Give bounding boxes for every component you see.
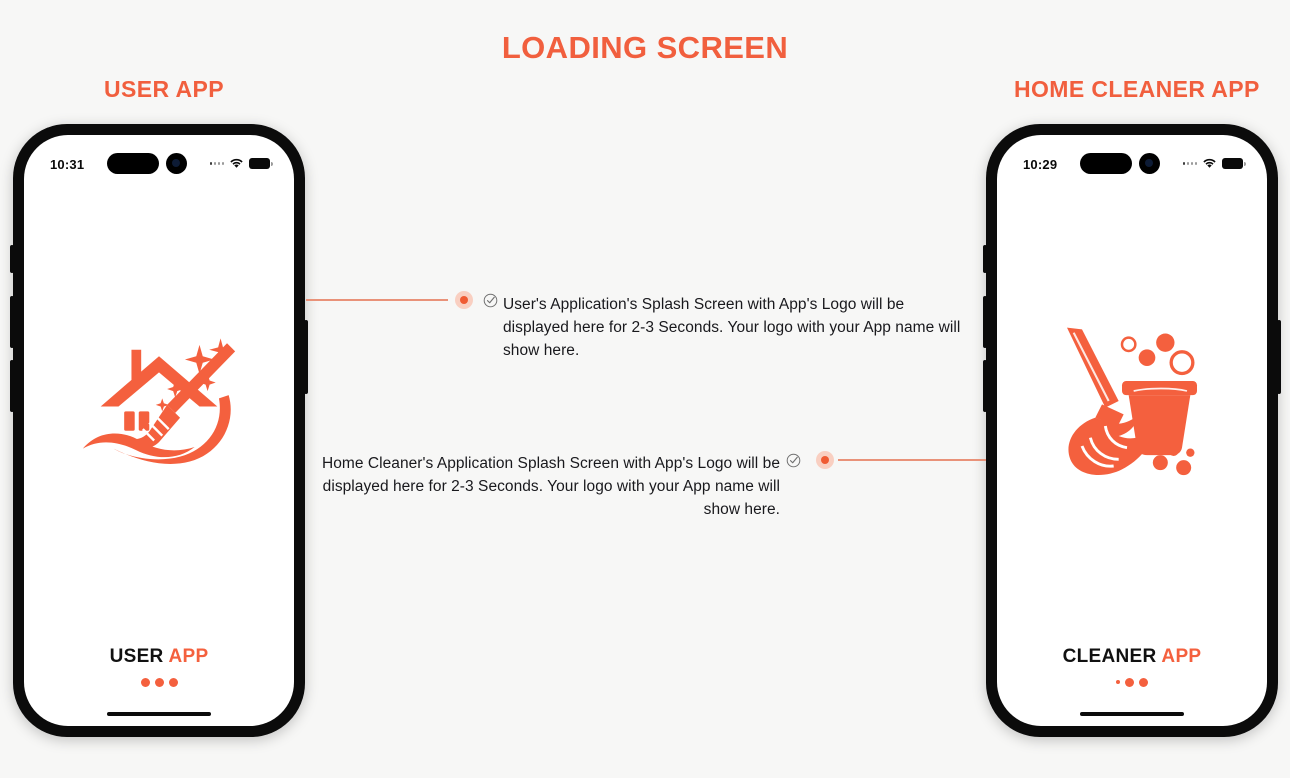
volume-up-button[interactable] <box>10 296 14 348</box>
app-logo-mop-bucket-icon <box>997 321 1267 481</box>
wifi-icon <box>229 158 244 169</box>
annotation-text: Home Cleaner's Application Splash Screen… <box>321 455 780 518</box>
phone-mockup-cleaner-app: 10:29 <box>983 124 1281 737</box>
loading-dot <box>1115 679 1121 685</box>
brand-primary-text: USER <box>109 646 164 667</box>
column-title-user-app: USER APP <box>104 76 224 102</box>
status-bar: 10:31 <box>24 135 294 185</box>
loading-dot <box>1125 677 1135 687</box>
page-title: LOADING SCREEN <box>501 30 789 65</box>
signal-dots-icon <box>209 162 224 165</box>
battery-full-icon <box>249 158 273 169</box>
front-camera-icon <box>1138 152 1160 174</box>
brand-primary-text: CLEANER <box>1062 646 1157 667</box>
brand-accent-text: APP <box>168 646 209 667</box>
phone-screen-user-app: 10:31 <box>24 135 294 726</box>
dynamic-island <box>1057 152 1182 174</box>
signal-dots-icon <box>1182 162 1197 165</box>
phone-screen-cleaner-app: 10:29 <box>997 135 1267 726</box>
power-button[interactable] <box>1277 320 1281 394</box>
app-brand-name: CLEANER APP <box>997 646 1267 668</box>
loading-dot <box>154 677 164 687</box>
dynamic-island <box>84 152 209 174</box>
status-bar-indicators <box>209 158 273 169</box>
loading-dot <box>1139 677 1149 687</box>
loading-dots-indicator <box>997 676 1267 688</box>
battery-full-icon <box>1222 158 1246 169</box>
annotation-marker-dot <box>455 291 473 309</box>
annotation-connector-line <box>306 299 448 301</box>
brand-accent-text: APP <box>1161 646 1202 667</box>
loading-dot <box>140 677 150 687</box>
annotation-connector-line <box>838 459 986 461</box>
status-bar-clock: 10:29 <box>1023 156 1058 172</box>
app-logo-house-broom-icon <box>24 327 294 477</box>
front-camera-icon <box>165 152 187 174</box>
home-indicator-bar[interactable] <box>107 711 211 716</box>
status-bar-indicators <box>1182 158 1246 169</box>
power-button[interactable] <box>304 320 308 394</box>
volume-down-button[interactable] <box>10 360 14 412</box>
annotation-text: User's Application's Splash Screen with … <box>503 296 961 359</box>
check-circle-icon <box>483 293 498 313</box>
home-indicator-bar[interactable] <box>1080 711 1184 716</box>
column-title-cleaner-app: HOME CLEANER APP <box>1014 76 1260 102</box>
annotation-marker-dot <box>816 451 834 469</box>
status-bar-clock: 10:31 <box>50 156 85 172</box>
volume-down-button[interactable] <box>983 360 987 412</box>
phone-mockup-user-app: 10:31 <box>10 124 308 737</box>
silent-switch-button[interactable] <box>983 245 987 273</box>
check-circle-icon <box>786 453 801 473</box>
loading-dot <box>168 677 178 687</box>
wifi-icon <box>1202 158 1217 169</box>
status-bar: 10:29 <box>997 135 1267 185</box>
app-brand-name: USER APP <box>24 646 294 668</box>
dynamic-island-pill <box>106 152 159 174</box>
dynamic-island-pill <box>1079 152 1132 174</box>
loading-dots-indicator <box>24 676 294 688</box>
volume-up-button[interactable] <box>983 296 987 348</box>
silent-switch-button[interactable] <box>10 245 14 273</box>
